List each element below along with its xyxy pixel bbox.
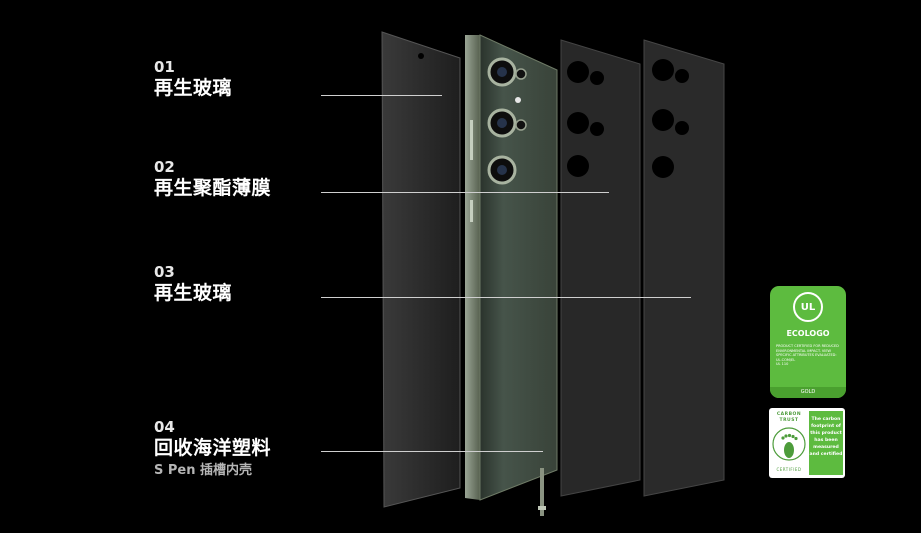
- ecologo-code: UL 110: [776, 362, 789, 366]
- layer-subtitle: S Pen 插槽内壳: [154, 463, 253, 478]
- camera-cutout: [567, 155, 589, 177]
- ecologo-badge: UL ECOLOGO PRODUCT CERTIFIED FOR REDUCED…: [770, 286, 846, 398]
- leader-line-04: [321, 451, 543, 452]
- leader-line-01: [321, 95, 442, 96]
- ecologo-description: PRODUCT CERTIFIED FOR REDUCED ENVIRONMEN…: [776, 344, 839, 362]
- camera-lens-3: [487, 155, 517, 185]
- layer-title: 再生聚酯薄膜: [154, 177, 272, 199]
- carbon-trust-statement: The carbon footprint of this product has…: [809, 411, 843, 475]
- polyester-film-panel: [560, 39, 641, 497]
- camera-sensor-small: [515, 119, 527, 131]
- leader-line-03: [321, 297, 691, 298]
- carbon-trust-badge: CARBON TRUST CERTIFIED The carbon footpr…: [769, 408, 845, 478]
- camera-cutout: [590, 122, 604, 136]
- camera-cutout: [652, 59, 674, 81]
- layer-label-01: 01 再生玻璃: [154, 58, 232, 100]
- carbon-trust-footer: CERTIFIED: [776, 467, 802, 472]
- camera-cutout: [567, 61, 589, 83]
- power-button: [470, 200, 473, 222]
- carbon-trust-seal: CARBON TRUST CERTIFIED: [771, 410, 807, 476]
- layer-title: 回收海洋塑料: [154, 437, 272, 459]
- s-pen: [538, 468, 546, 516]
- volume-button: [470, 120, 473, 160]
- layer-number: 03: [154, 263, 175, 281]
- camera-lens-1: [487, 57, 517, 87]
- ul-mark: UL: [800, 301, 816, 313]
- back-glass-panel: [643, 39, 725, 497]
- layer-title: 再生玻璃: [154, 77, 233, 99]
- carbon-trust-header: CARBON TRUST: [776, 412, 802, 423]
- layer-label-04: 04 回收海洋塑料 S Pen 插槽内壳: [154, 418, 271, 480]
- layer-title: 再生玻璃: [154, 282, 233, 304]
- layer-number: 04: [154, 418, 175, 436]
- camera-cutout: [652, 156, 674, 178]
- layer-number: 02: [154, 158, 175, 176]
- camera-lens-2: [487, 108, 517, 138]
- camera-cutout: [652, 109, 674, 131]
- layer-label-02: 02 再生聚酯薄膜: [154, 158, 271, 200]
- phone-body: [465, 34, 558, 516]
- ecologo-level: GOLD: [770, 387, 846, 398]
- ul-leaf-icon: UL: [793, 292, 823, 322]
- flash-icon: [515, 97, 521, 103]
- layer-label-03: 03 再生玻璃: [154, 263, 232, 305]
- camera-cutout: [675, 121, 689, 135]
- footprint-icon: [772, 427, 806, 461]
- leader-line-02: [321, 192, 609, 193]
- punch-hole-camera: [418, 53, 424, 59]
- camera-cutout: [675, 69, 689, 83]
- front-glass-panel: [381, 31, 461, 508]
- camera-cutout: [567, 112, 589, 134]
- layer-number: 01: [154, 58, 175, 76]
- ecologo-fine-print: PRODUCT CERTIFIED FOR REDUCED ENVIRONMEN…: [776, 344, 840, 367]
- camera-cutout: [590, 71, 604, 85]
- ecologo-title: ECOLOGO: [786, 329, 830, 338]
- camera-sensor-small: [515, 68, 527, 80]
